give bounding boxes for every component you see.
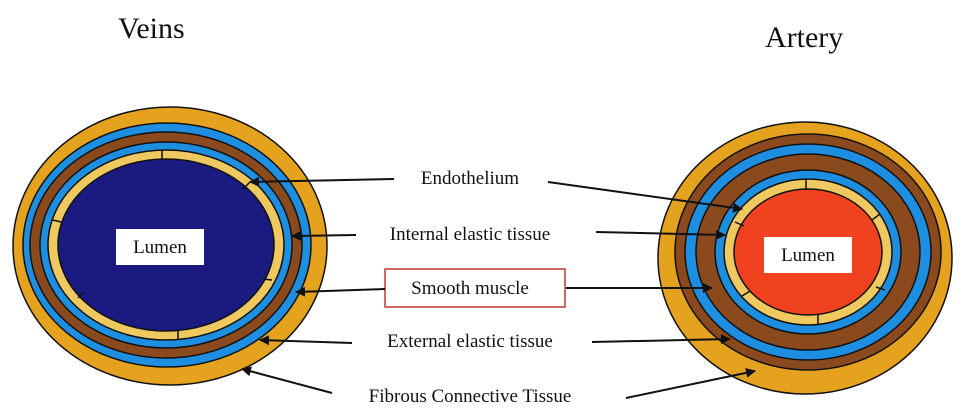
veins-title: Veins — [118, 12, 185, 45]
smooth-muscle-label: Smooth muscle — [411, 278, 529, 299]
arrow-internal-vein — [292, 235, 356, 236]
artery-lumen-label: Lumen — [781, 245, 835, 266]
internal-elastic-label: Internal elastic tissue — [390, 224, 550, 245]
fibrous-label: Fibrous Connective Tissue — [369, 386, 572, 407]
artery-title: Artery — [765, 21, 843, 54]
vein-lumen-label: Lumen — [133, 237, 187, 258]
artery-cross-section: Lumen — [658, 122, 952, 394]
external-elastic-label: External elastic tissue — [387, 331, 553, 352]
arrow-fibrous-vein — [242, 369, 332, 393]
vein-cross-section: Lumen — [13, 107, 327, 385]
arrow-fibrous-artery — [626, 371, 755, 398]
endothelium-label: Endothelium — [421, 168, 519, 189]
